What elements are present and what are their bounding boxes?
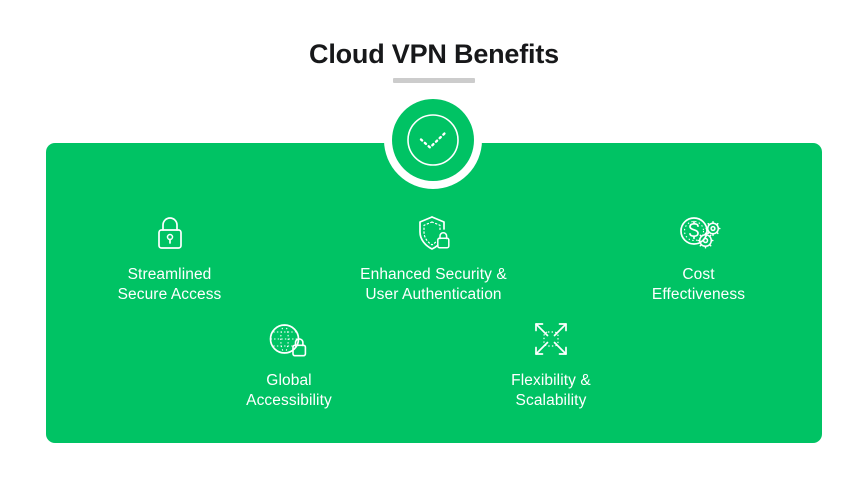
shield-lock-icon — [320, 213, 547, 253]
benefits-panel — [46, 143, 822, 443]
expand-arrows-icon — [440, 319, 662, 359]
badge-circle — [392, 99, 474, 181]
benefit-item-streamlined-secure-access[interactable]: Streamlined Secure Access — [57, 213, 282, 304]
benefit-item-enhanced-security[interactable]: Enhanced Security & User Authentication — [320, 213, 547, 304]
benefit-label: Flexibility & Scalability — [511, 372, 591, 409]
benefit-item-flexibility-scalability[interactable]: Flexibility & Scalability — [440, 319, 662, 410]
dollar-coin-gears-icon — [590, 213, 807, 253]
benefit-label: Streamlined Secure Access — [117, 266, 222, 303]
globe-lock-icon — [178, 319, 400, 359]
page-title: Cloud VPN Benefits — [309, 39, 559, 69]
benefit-label: Cost Effectiveness — [651, 266, 746, 303]
benefit-label: Global Accessibility — [246, 372, 332, 409]
title-divider — [393, 78, 475, 83]
benefit-label: Enhanced Security & User Authentication — [360, 266, 507, 303]
benefit-item-global-accessibility[interactable]: Global Accessibility — [178, 319, 400, 410]
check-circle-icon — [405, 112, 461, 168]
benefit-item-cost-effectiveness[interactable]: Cost Effectiveness — [590, 213, 807, 304]
padlock-icon — [57, 213, 282, 253]
